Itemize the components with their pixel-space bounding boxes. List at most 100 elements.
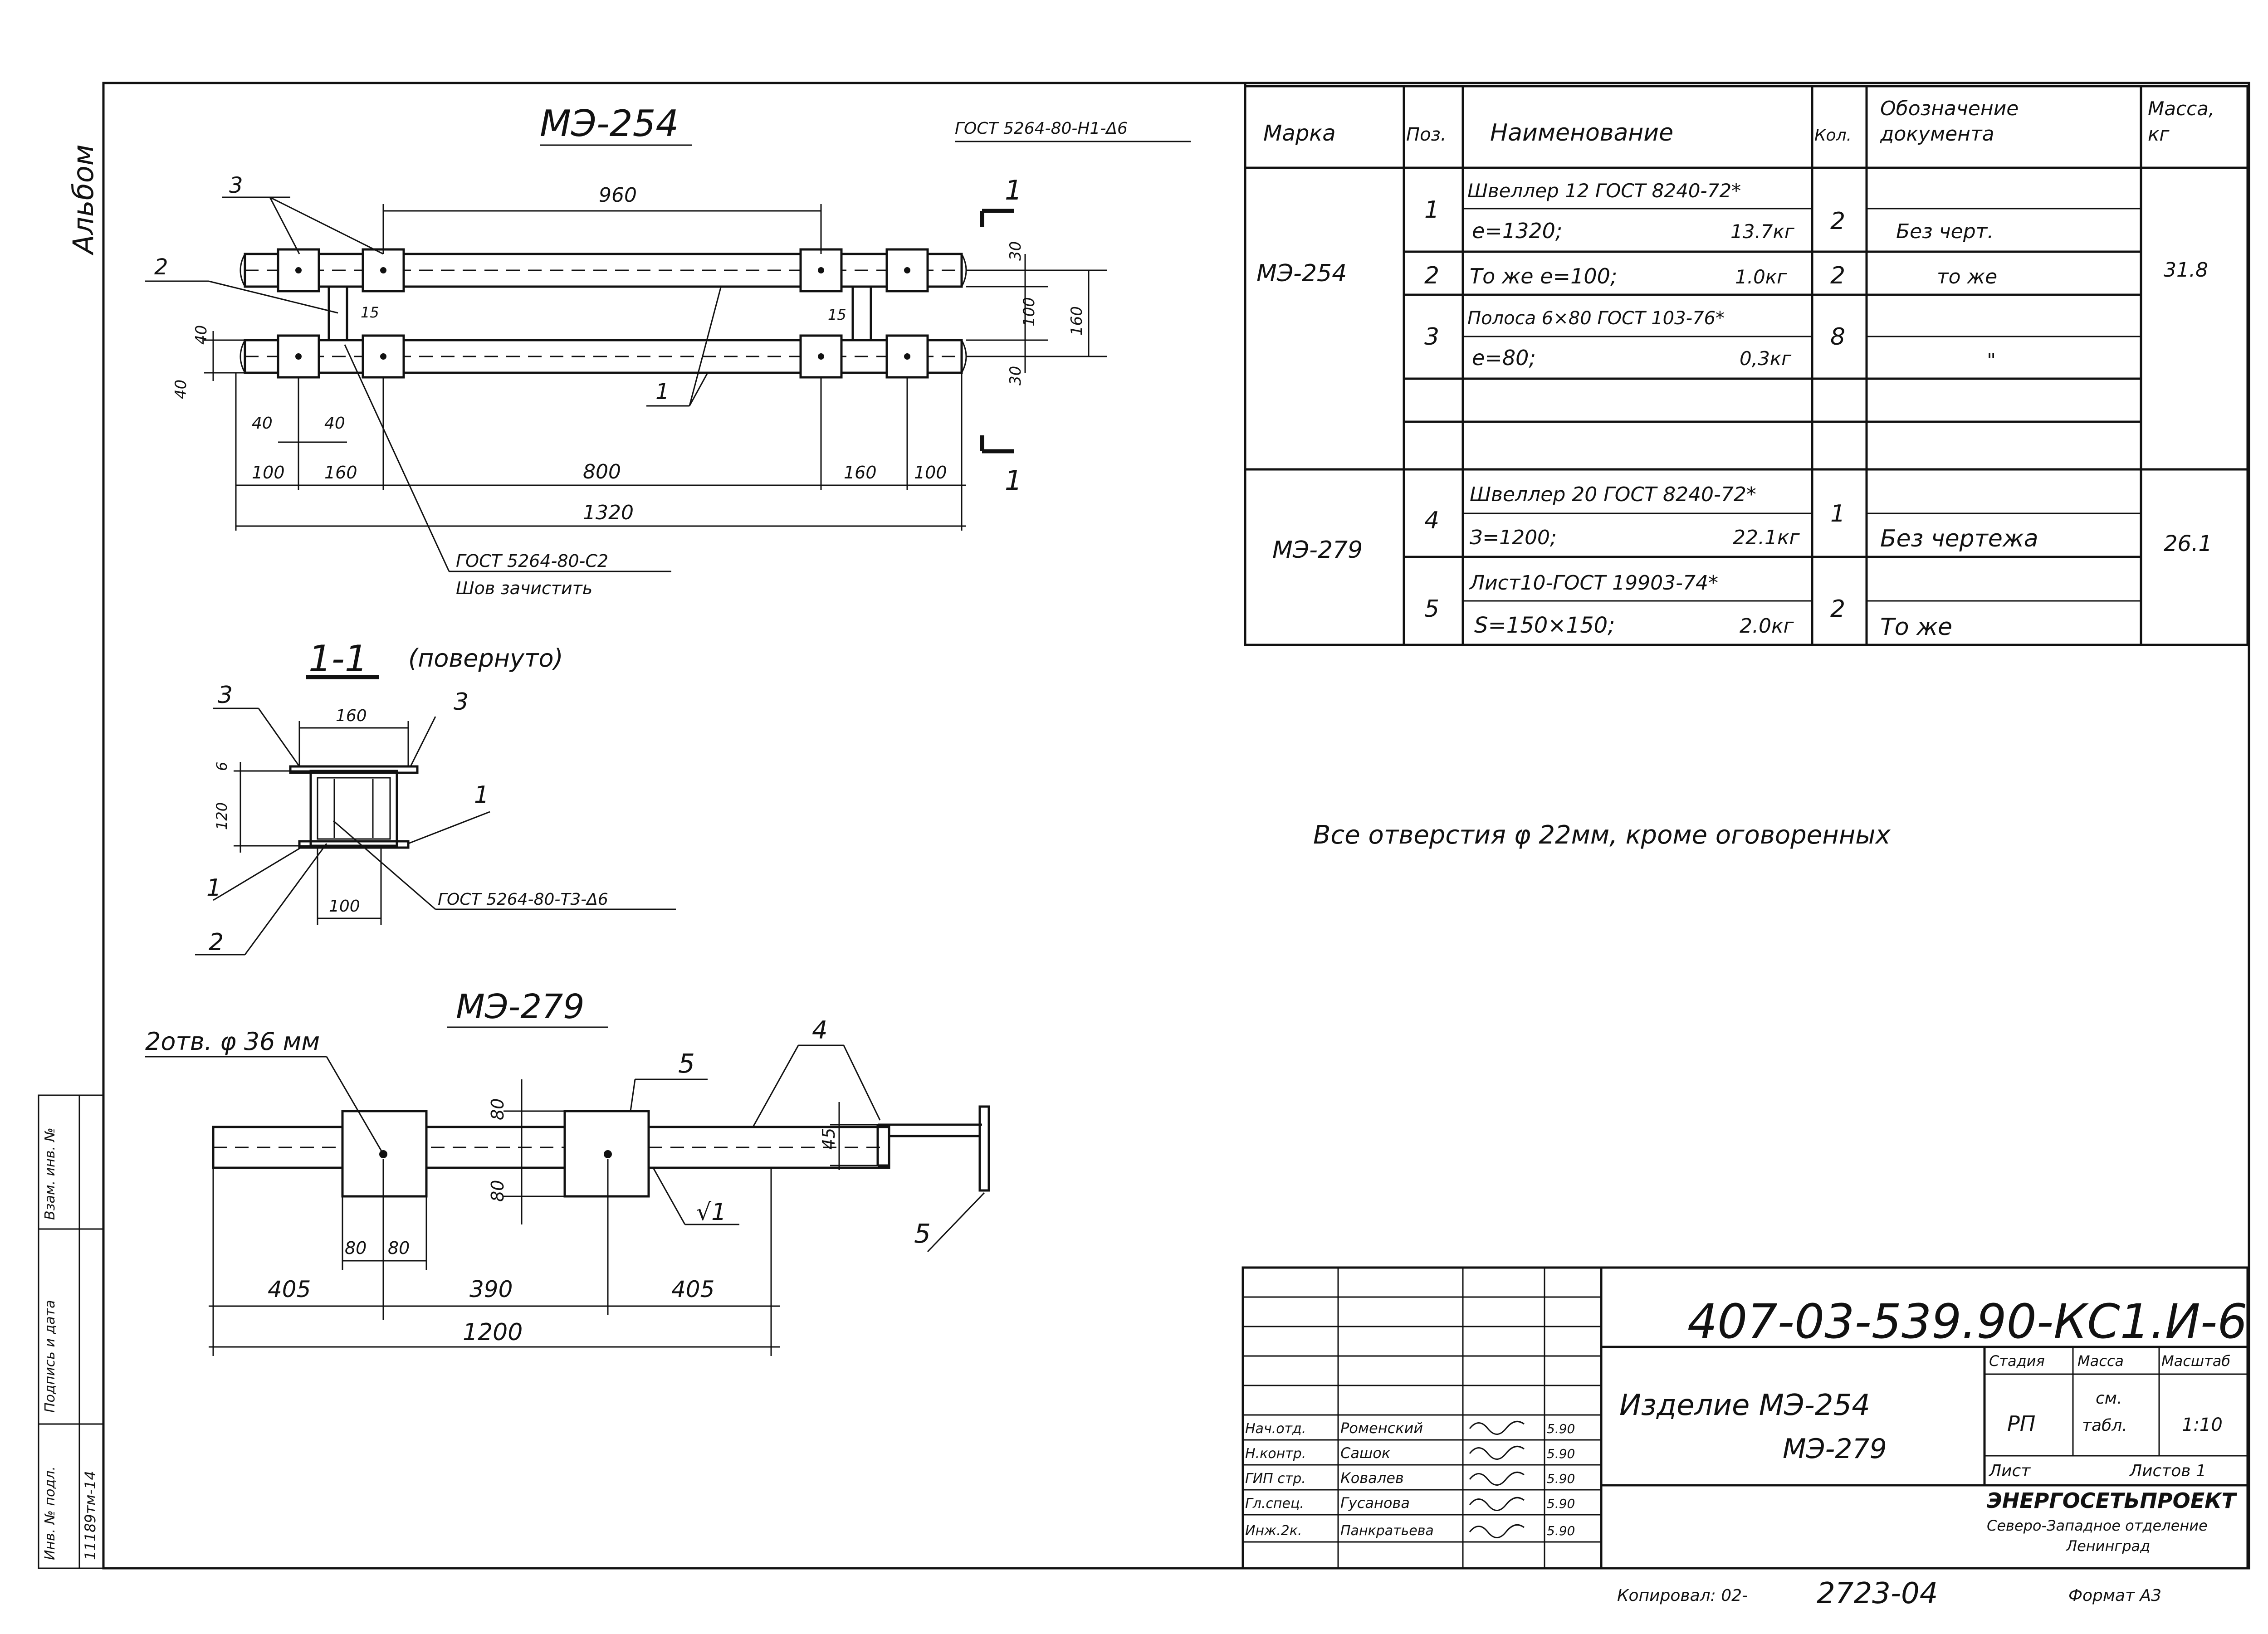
scale-header: Масштаб (2161, 1352, 2230, 1370)
spec-row-3-pos: 3 (1424, 323, 1439, 351)
me254-title: МЭ-254 (540, 102, 679, 145)
signatures (1469, 1420, 1525, 1538)
me279-dim-80d: 80 (388, 1238, 410, 1258)
mass-value-2: табл. (2082, 1416, 2127, 1435)
signer-name: Роменский (1340, 1419, 1423, 1437)
title-block: 407-03-539.90-КС1.И-6 Изделие МЭ-254 МЭ-… (1242, 1266, 2249, 1570)
section-callout-1b: 1 (206, 874, 221, 902)
spec-header-qty: Кол. (1814, 126, 1852, 145)
me279-callout-5b: 5 (914, 1218, 931, 1249)
dim-1320: 1320 (583, 501, 634, 524)
format-label: Формат А3 (2068, 1586, 2161, 1605)
dim-b100: 100 (252, 463, 285, 483)
dim-b160: 160 (324, 463, 357, 483)
spec-row-2-pos: 2 (1424, 262, 1439, 289)
dim-15-b: 15 (828, 306, 846, 323)
spec-row-1-name1: Швеллер 12 ГОСТ 8240-72* (1467, 180, 1741, 202)
inventory-signature-date: Подпись и дата (42, 1300, 58, 1413)
callout-3: 3 (229, 173, 243, 198)
spec-row-4-doc: Без чертежа (1880, 525, 2038, 552)
inventory-replaced: Взам. инв. № (42, 1127, 58, 1220)
me279-callout-5a: 5 (678, 1048, 695, 1079)
spec-row-5-name1: Лист10-ГОСТ 19903-74* (1469, 571, 1718, 595)
signer-date: 5.90 (1547, 1471, 1575, 1486)
spec-row-1-mass: 13.7кг (1730, 220, 1795, 243)
copied-by: Копировал: 02- (1617, 1586, 1748, 1605)
signer-date: 5.90 (1547, 1446, 1575, 1461)
dim-960: 960 (599, 184, 637, 207)
mass-header: Масса (2077, 1352, 2124, 1370)
signer-name: Ковалев (1340, 1469, 1404, 1487)
cut-mark-1-top: 1 (1005, 175, 1022, 206)
dim-b100r: 100 (914, 463, 947, 483)
signer-role: ГИП стр. (1245, 1471, 1306, 1487)
me279-dim-405b: 405 (671, 1276, 714, 1302)
section-weld-note: ГОСТ 5264-80-Т3-Δ6 (438, 890, 608, 909)
spec-row-4-pos: 4 (1424, 507, 1439, 534)
signer-date: 5.90 (1547, 1523, 1575, 1538)
signer-date: 5.90 (1547, 1496, 1575, 1511)
section-title: 1-1 (308, 638, 368, 680)
me279-dim-45: 45 (819, 1128, 839, 1150)
signers: Нач.отд. Роменский 5.90 Н.контр. Сашок 5… (1245, 1419, 1575, 1539)
organization-division: Северо-Западное отделение (1987, 1517, 2208, 1534)
spec-row-4-mass: 22.1кг (1733, 526, 1800, 549)
weld-bottom-note: Шов зачистить (456, 578, 592, 598)
spec-header-name: Наименование (1490, 119, 1673, 146)
product-line-1: Изделие МЭ-254 (1619, 1389, 1870, 1422)
spec-table: Марка Поз. Наименование Кол. Обозначение… (1244, 85, 2249, 646)
spec-row-2-name1: То же е=100; (1470, 264, 1617, 288)
spec-row-1-doc: Без черт. (1896, 220, 1994, 243)
me279-dim-80c: 80 (345, 1238, 367, 1258)
dim-40-d: 40 (324, 414, 345, 433)
section-callout-1a: 1 (474, 781, 489, 809)
dim-b160r: 160 (844, 463, 877, 483)
me279-callout-4: 4 (812, 1016, 827, 1044)
spec-row-4-name2: З=1200; (1470, 526, 1557, 549)
spec-mass-me279: 26.1 (2164, 531, 2212, 556)
me279-dim-1200: 1200 (463, 1319, 523, 1346)
spec-row-4-name1: Швеллер 20 ГОСТ 8240-72* (1470, 483, 1756, 506)
me279-dim-80a: 80 (488, 1098, 508, 1120)
dim-40-c: 40 (252, 414, 273, 433)
spec-row-5-doc: То же (1880, 614, 1952, 641)
spec-row-2-doc: то же (1937, 265, 1997, 288)
spec-header-doc: Обозначение документа (1880, 97, 2019, 146)
spec-row-3-qty: 8 (1830, 323, 1845, 351)
dim-b800: 800 (583, 460, 621, 483)
spec-mark-me254: МЭ-254 (1256, 260, 1347, 287)
callout-1: 1 (655, 379, 670, 405)
me279-dim-390: 390 (469, 1276, 513, 1302)
dim-160-right: 160 (1068, 306, 1086, 336)
section-callout-2: 2 (209, 929, 224, 956)
spec-row-2-mass: 1.0кг (1735, 266, 1787, 288)
section-dim-160: 160 (336, 707, 367, 725)
section-1-1: 1-1 (повернуто) 160 6 120 100 3 3 1 1 2 (195, 638, 676, 956)
section-callout-3b: 3 (454, 688, 469, 716)
me279-dim-405a: 405 (268, 1276, 311, 1302)
dim-40-left-b: 40 (172, 380, 190, 399)
end-plate (978, 1105, 990, 1192)
organization-name: ЭНЕРГОСЕТЬПРОЕКТ (1987, 1488, 2238, 1513)
section-callout-3a: 3 (218, 682, 233, 709)
signer-date: 5.90 (1547, 1421, 1575, 1436)
spec-row-3-name2: е=80; (1472, 346, 1536, 370)
plate-right (563, 1110, 650, 1198)
spec-row-3-mass: 0,3кг (1740, 347, 1792, 370)
section-dim-6: 6 (213, 762, 230, 771)
spec-mark-me279: МЭ-279 (1272, 537, 1363, 564)
section-plate-top (289, 765, 419, 774)
general-note: Все отверстия φ 22мм, кроме оговоренных (1313, 820, 1891, 850)
section-channel (309, 770, 398, 847)
document-code: 407-03-539.90-КС1.И-6 (1687, 1294, 2248, 1349)
spec-row-3-name1: Полоса 6×80 ГОСТ 103-76* (1467, 308, 1725, 329)
section-plate-bottom (298, 840, 410, 849)
album-label: Альбом (67, 144, 100, 256)
dim-40-left-a: 40 (192, 325, 210, 345)
spec-row-1-pos: 1 (1424, 196, 1439, 224)
spec-row-5-name2: S=150×150; (1474, 613, 1615, 638)
spec-header-mark: Марка (1263, 121, 1336, 146)
spec-mass-me254: 31.8 (2164, 259, 2208, 282)
spec-header-mass: Масса, кг (2148, 98, 2215, 145)
